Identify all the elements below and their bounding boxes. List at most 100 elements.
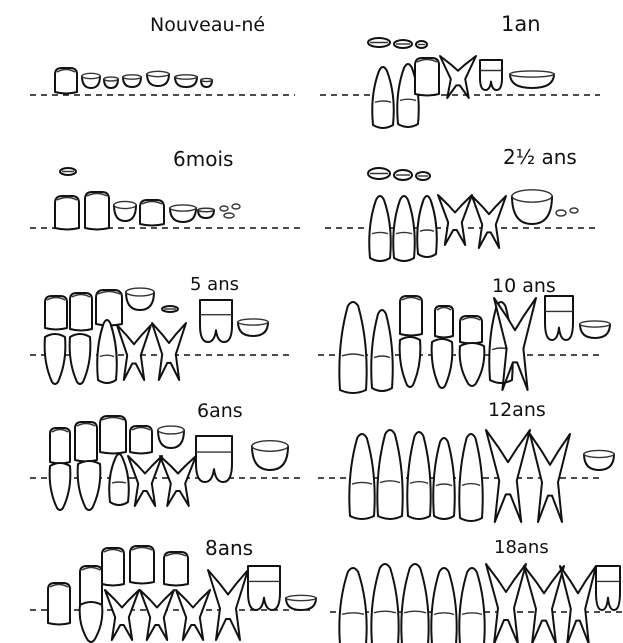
8y-molar-1 — [105, 590, 139, 640]
6y-crown-5-top — [158, 426, 184, 434]
12y-tall-3-cej — [410, 482, 428, 484]
2-5y-molar-2 — [472, 196, 506, 248]
8y-crown-3 — [102, 548, 124, 586]
18y-tall-1-cej — [342, 613, 364, 615]
1y-incisor-1-cej — [375, 101, 391, 102]
12y-tall-5-cej — [462, 484, 480, 486]
1y-molar-2 — [480, 60, 502, 90]
6y-crown-4 — [130, 426, 152, 454]
6m-molar-2-top — [198, 208, 214, 212]
18y-molar-4 — [596, 566, 620, 610]
10y-incisor-1-cej — [374, 356, 390, 358]
12y-tall-3 — [407, 432, 430, 519]
5y-incisor-cej — [100, 355, 114, 356]
8y-molar-2 — [140, 590, 174, 640]
newborn-germ-top — [201, 78, 212, 81]
2-5y-incisor-1 — [369, 196, 391, 261]
5y-molar-1 — [117, 325, 151, 380]
12y-tall-1 — [349, 434, 374, 519]
6y-root-2 — [78, 461, 101, 510]
18y-tall-2-cej — [374, 611, 396, 613]
5y-crown-4-top — [126, 288, 154, 296]
10y-root-3 — [460, 343, 485, 386]
6m-germ-2 — [232, 204, 240, 209]
6m-germ-3 — [224, 213, 234, 218]
18y-molar-2 — [524, 566, 564, 643]
18y-tall-3 — [401, 564, 428, 643]
newborn-molar-3-top — [175, 75, 197, 79]
12y-molar-3-top — [584, 450, 614, 457]
6y-incisor-1 — [109, 454, 129, 505]
10y-canine-1-cej — [342, 354, 364, 356]
6y-crown-2 — [75, 422, 97, 462]
6m-germ-1 — [220, 206, 228, 211]
18y-tall-1 — [339, 568, 366, 643]
10y-molar-2 — [545, 296, 573, 340]
6y-molar-3 — [196, 436, 232, 482]
1y-incisor-2-cej — [400, 99, 416, 100]
6y-root-1 — [50, 463, 71, 510]
10y-crown-1 — [400, 296, 422, 336]
12y-tall-4 — [433, 438, 455, 519]
10y-incisor-1 — [371, 310, 393, 391]
18y-tall-5 — [459, 568, 484, 643]
6m-incisor-2 — [85, 192, 109, 230]
6y-molar-2 — [160, 456, 196, 506]
1y-crown — [415, 58, 439, 96]
8y-molar-3 — [176, 590, 210, 640]
6m-molar-1-top — [170, 205, 196, 211]
newborn-canine-top — [104, 77, 118, 81]
10y-canine-1 — [339, 302, 366, 393]
10y-root-2 — [432, 339, 453, 388]
1y-molar-1 — [440, 56, 476, 98]
2-5y-incisor-2-cej — [396, 232, 412, 233]
2-5y-molar-1 — [438, 195, 472, 245]
2-5y-germ-5 — [570, 208, 578, 213]
5y-incisor — [97, 320, 117, 383]
18y-molar-1 — [486, 564, 526, 643]
8y-crown-1 — [48, 583, 70, 625]
6y-molar-4-top — [252, 441, 288, 452]
8y-crown-4 — [130, 546, 154, 584]
18y-tall-4-cej — [434, 613, 454, 615]
12y-tall-2 — [377, 430, 402, 519]
6y-crown-1 — [50, 428, 70, 464]
2-5y-molar-3-top — [512, 190, 552, 202]
12y-tall-2-cej — [380, 481, 400, 483]
10y-root-1 — [400, 337, 421, 387]
5y-root-1 — [45, 334, 66, 384]
5y-root-2 — [70, 334, 91, 384]
18y-tall-4 — [431, 568, 456, 643]
5y-molar-4-top — [238, 319, 268, 325]
5y-crown-1 — [45, 296, 67, 330]
8y-crown-5 — [164, 552, 188, 586]
8y-root-1 — [80, 602, 103, 642]
12y-tall-5 — [459, 434, 482, 521]
6y-incisor-1-cej — [112, 482, 126, 483]
5y-molar-3 — [200, 300, 232, 342]
2-5y-incisor-3-cej — [420, 230, 434, 231]
8y-molar-5 — [248, 566, 280, 610]
12y-tall-1-cej — [352, 482, 372, 484]
2-5y-incisor-3 — [417, 196, 437, 257]
2-5y-germ-4 — [556, 210, 566, 216]
newborn-molar-2-top — [147, 71, 169, 76]
2-5y-incisor-1-cej — [372, 232, 388, 233]
18y-tall-5-cej — [462, 613, 482, 615]
8y-molar-6-top — [286, 595, 316, 600]
6y-molar-1 — [128, 456, 162, 506]
2-5y-incisor-2 — [393, 196, 415, 261]
10y-crown-2 — [435, 306, 453, 338]
1y-molar-3-top — [510, 71, 554, 77]
12y-tall-4-cej — [436, 484, 452, 486]
newborn-lateral-top — [82, 73, 100, 78]
18y-molar-3 — [560, 566, 596, 643]
5y-molar-2 — [152, 323, 186, 380]
6m-incisor-1 — [55, 196, 79, 230]
12y-molar-1 — [486, 430, 530, 522]
8y-crown-2 — [80, 566, 102, 606]
10y-molar-3-top — [580, 321, 610, 327]
10y-crown-3 — [460, 316, 482, 344]
18y-tall-3-cej — [404, 611, 426, 613]
